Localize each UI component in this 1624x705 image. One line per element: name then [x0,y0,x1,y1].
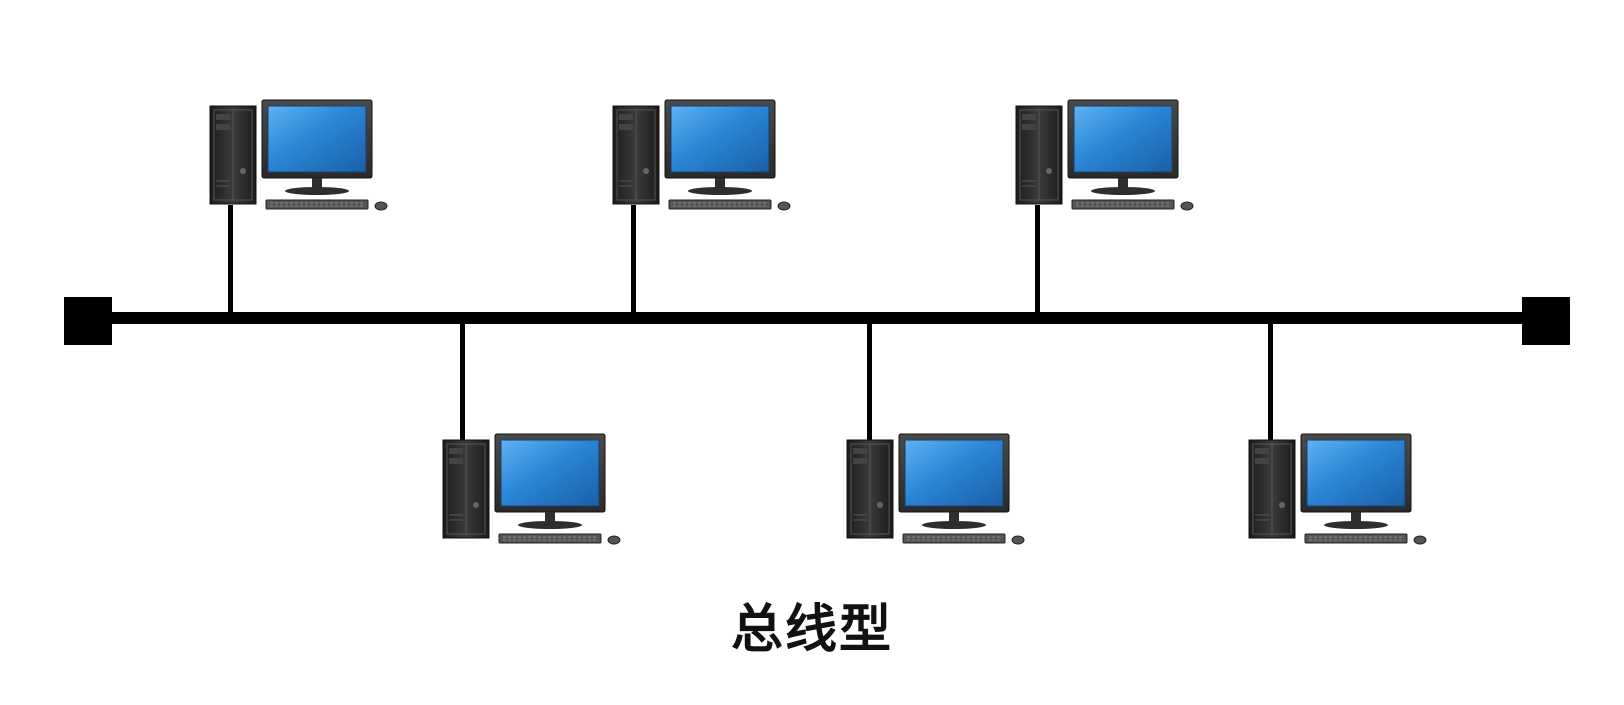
drop-line-bottom-1 [460,322,465,440]
terminator-right-icon [1522,297,1570,345]
drop-line-top-3 [1035,205,1040,315]
drop-line-bottom-2 [867,322,872,440]
drop-line-top-2 [631,205,636,315]
computer-top-1-icon [209,99,388,211]
diagram-caption: 总线型 [730,600,893,660]
terminator-left-icon [64,297,112,345]
computer-top-3-icon [1015,99,1194,211]
computer-bottom-2-icon [846,433,1025,545]
computer-bottom-3-icon [1248,433,1427,545]
bus-line [100,312,1530,324]
computer-top-2-icon [612,99,791,211]
computer-bottom-1-icon [442,433,621,545]
drop-line-bottom-3 [1268,322,1273,440]
drop-line-top-1 [228,205,233,315]
